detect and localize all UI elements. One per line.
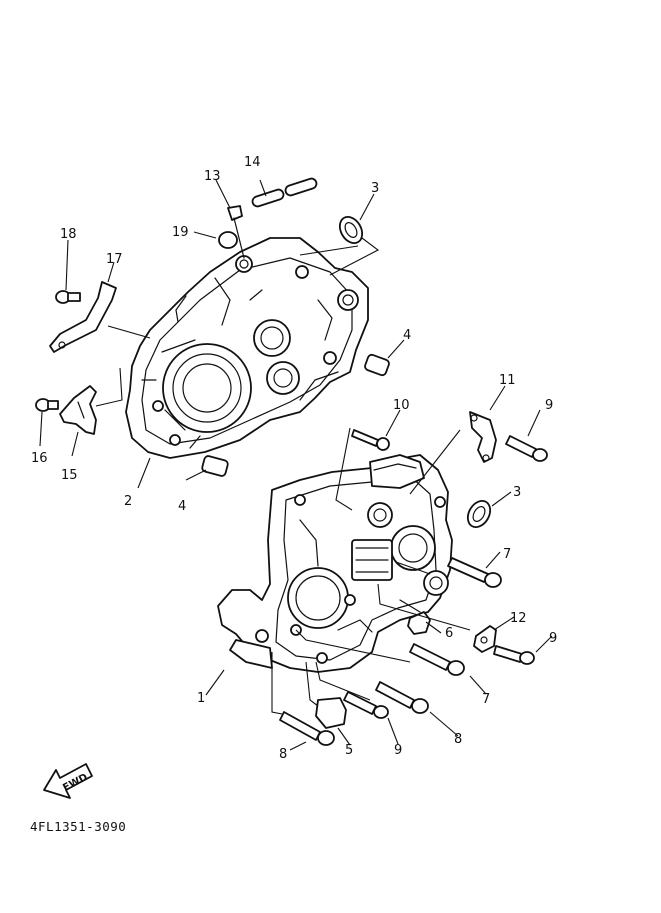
right-crankcase-half bbox=[217, 454, 453, 673]
leader-lines bbox=[39, 179, 553, 751]
callout-9: 9 bbox=[545, 398, 553, 413]
oil-seal-top bbox=[338, 215, 364, 245]
callout-18: 18 bbox=[60, 227, 77, 242]
callout-1: 1 bbox=[197, 691, 205, 706]
callout-9: 9 bbox=[549, 631, 557, 646]
callout-19: 19 bbox=[172, 225, 189, 240]
bracket-11 bbox=[469, 411, 497, 463]
callout-14: 14 bbox=[244, 155, 261, 170]
breather-fitting bbox=[227, 205, 245, 259]
callout-11: 11 bbox=[499, 373, 516, 388]
callout-15: 15 bbox=[61, 468, 78, 483]
holder-12 bbox=[473, 625, 497, 653]
callout-9: 9 bbox=[394, 743, 402, 758]
bolt-7-upper bbox=[447, 557, 502, 588]
bracket-17 bbox=[49, 281, 117, 353]
callout-10: 10 bbox=[393, 398, 410, 413]
oil-seal-right bbox=[466, 499, 492, 529]
bolt-8-lower bbox=[279, 711, 335, 746]
dowel-collar-upper bbox=[364, 353, 390, 377]
screw-16 bbox=[35, 398, 59, 412]
callout-4: 4 bbox=[403, 328, 411, 343]
bolt-9-lower bbox=[343, 691, 389, 719]
guide-bracket-15 bbox=[59, 385, 97, 435]
callout-4: 4 bbox=[178, 499, 186, 514]
callout-5: 5 bbox=[345, 743, 353, 758]
bolt-9-upper bbox=[505, 435, 548, 462]
plug-cap bbox=[218, 231, 238, 249]
callout-3: 3 bbox=[513, 485, 521, 500]
left-crankcase-half bbox=[125, 237, 369, 459]
damper-5 bbox=[315, 697, 347, 729]
damper-6 bbox=[407, 611, 431, 635]
dowel-pins bbox=[251, 177, 318, 208]
callout-16: 16 bbox=[31, 451, 48, 466]
callout-labels: 1 2 3 3 4 4 5 6 7 7 8 8 9 9 9 10 11 12 1… bbox=[31, 155, 557, 762]
dowel-collar-lower bbox=[201, 455, 229, 477]
forward-direction-arrow: FWD bbox=[43, 763, 93, 799]
callout-12: 12 bbox=[510, 611, 527, 626]
callout-2: 2 bbox=[124, 494, 132, 509]
bolt-7-lower bbox=[409, 643, 465, 676]
drawing-code: 4FL1351-3090 bbox=[30, 819, 126, 834]
callout-3: 3 bbox=[371, 181, 379, 196]
bolt-8-right bbox=[375, 681, 429, 714]
bolt-10 bbox=[351, 429, 390, 451]
callout-7: 7 bbox=[503, 547, 511, 562]
callout-6: 6 bbox=[445, 626, 453, 641]
callout-13: 13 bbox=[204, 169, 221, 184]
callout-8: 8 bbox=[454, 732, 462, 747]
bolt-9-right bbox=[493, 645, 535, 665]
screw-18 bbox=[55, 290, 81, 304]
callout-7: 7 bbox=[482, 692, 490, 707]
callout-17: 17 bbox=[106, 252, 123, 267]
callout-8: 8 bbox=[279, 747, 287, 762]
